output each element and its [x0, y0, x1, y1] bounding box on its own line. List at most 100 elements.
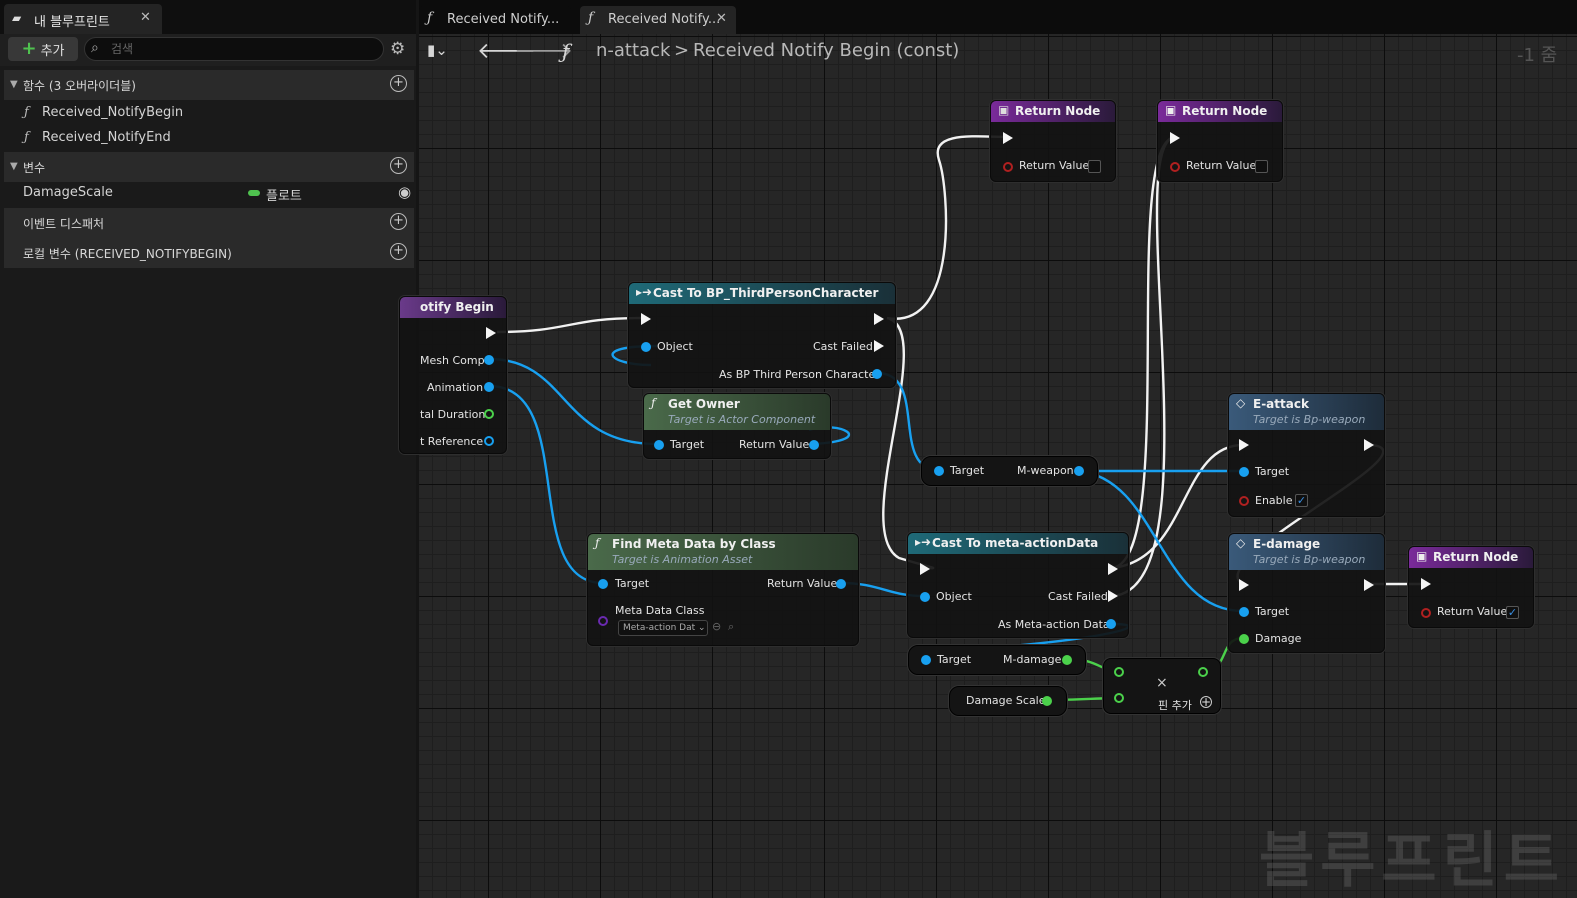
- enable-checkbox[interactable]: ✓: [1295, 494, 1308, 507]
- back-arrow-icon[interactable]: 🡐: [477, 39, 536, 64]
- pin-label: M-weapon: [1017, 464, 1074, 477]
- document-tab[interactable]: ƒ Received Notify...: [419, 6, 571, 34]
- class-dropdown[interactable]: Meta-action Dat ⌄: [618, 620, 708, 636]
- object-pin[interactable]: [1239, 467, 1249, 477]
- entry-node[interactable]: otify Begin Mesh Comp Animation tal Dura…: [399, 296, 507, 454]
- return-value-checkbox[interactable]: ✓: [1506, 606, 1519, 619]
- object-pin[interactable]: [1106, 619, 1116, 629]
- return-value-checkbox[interactable]: [1088, 160, 1101, 173]
- variable-type[interactable]: 플로트: [266, 189, 302, 204]
- cast-node[interactable]: ▸➜ Cast To BP_ThirdPersonCharacter Objec…: [628, 282, 896, 388]
- object-pin[interactable]: [1074, 466, 1084, 476]
- float-pin[interactable]: [484, 409, 494, 419]
- browse-icon[interactable]: ⊖: [712, 620, 722, 633]
- float-pin[interactable]: [1198, 667, 1208, 677]
- collapse-arrow-icon[interactable]: ▼: [10, 79, 18, 90]
- exec-out-pin[interactable]: [874, 340, 884, 352]
- e-attack-node[interactable]: ◇ E-attack Target is Bp-weapon Target En…: [1228, 393, 1385, 517]
- weapon-getter-node[interactable]: Target M-weapon: [921, 456, 1098, 486]
- damage-getter-node[interactable]: Target M-damage: [908, 645, 1086, 675]
- section-local-variables[interactable]: 로컬 변수 (RECEIVED_NOTIFYBEGIN) +: [4, 238, 414, 268]
- float-pin[interactable]: [1062, 655, 1072, 665]
- breadcrumb-root[interactable]: n-attack: [596, 40, 671, 61]
- exec-out-pin[interactable]: [1108, 563, 1118, 575]
- object-pin[interactable]: [934, 466, 944, 476]
- search-icon[interactable]: ⌕: [728, 620, 735, 633]
- class-pin[interactable]: [598, 616, 608, 626]
- cast-meta-node[interactable]: ▸➜ Cast To meta-actionData Object Cast F…: [907, 532, 1129, 638]
- document-tab-active[interactable]: ƒ Received Notify... ✕: [580, 6, 736, 34]
- forward-arrow-icon[interactable]: 🡒: [514, 39, 573, 64]
- object-pin[interactable]: [641, 342, 651, 352]
- pin-label: Object: [936, 590, 972, 603]
- object-pin[interactable]: [809, 440, 819, 450]
- multiply-node[interactable]: × 핀 추가 +: [1103, 658, 1221, 714]
- function-item[interactable]: ƒ Received_NotifyBegin: [4, 101, 414, 126]
- object-pin[interactable]: [484, 436, 494, 446]
- variable-item[interactable]: DamageScale 플로트 ◉: [4, 181, 414, 206]
- return-node[interactable]: ▣ Return Node Return Value: [990, 100, 1116, 182]
- get-owner-node[interactable]: ƒ Get Owner Target is Actor Component Ta…: [643, 393, 831, 459]
- exec-out-pin[interactable]: [1364, 579, 1374, 591]
- add-button[interactable]: + 추가: [8, 37, 78, 61]
- variable-name: DamageScale: [23, 185, 113, 200]
- close-icon[interactable]: ✕: [716, 11, 727, 26]
- return-node[interactable]: ▣ Return Node Return Value: [1157, 100, 1283, 182]
- section-functions[interactable]: ▼ 함수 (3 오버라이더블) +: [4, 70, 414, 100]
- object-pin[interactable]: [484, 355, 494, 365]
- add-dispatcher-icon[interactable]: +: [390, 213, 407, 230]
- return-node[interactable]: ▣ Return Node Return Value ✓: [1408, 546, 1534, 628]
- exec-in-pin[interactable]: [1421, 578, 1431, 590]
- gear-icon[interactable]: ⚙: [390, 39, 406, 59]
- exec-in-pin[interactable]: [920, 563, 930, 575]
- add-variable-icon[interactable]: +: [390, 157, 407, 174]
- object-pin[interactable]: [836, 579, 846, 589]
- e-damage-node[interactable]: ◇ E-damage Target is Bp-weapon Target Da…: [1228, 533, 1385, 653]
- my-blueprint-panel: ▰ 내 블루프린트 ✕ + 추가 ⌕ ⚙ ▼ 함수 (3 오버라이더블) + ƒ…: [0, 0, 416, 898]
- object-wire: [488, 357, 658, 446]
- object-pin[interactable]: [1239, 607, 1249, 617]
- exec-in-pin[interactable]: [1239, 579, 1249, 591]
- bookmark-icon[interactable]: ▮⌄: [427, 41, 448, 59]
- class-dropdown-value: Meta-action Dat: [623, 623, 696, 633]
- return-value-checkbox[interactable]: [1255, 160, 1268, 173]
- section-variables[interactable]: ▼ 변수 +: [4, 152, 414, 182]
- exec-in-pin[interactable]: [1239, 439, 1249, 451]
- damage-scale-getter-node[interactable]: Damage Scale: [949, 686, 1067, 716]
- node-title: Find Meta Data by Class: [612, 537, 776, 551]
- object-pin[interactable]: [654, 440, 664, 450]
- add-local-variable-icon[interactable]: +: [390, 243, 407, 260]
- eye-icon[interactable]: ◉: [398, 183, 412, 201]
- bool-pin[interactable]: [1003, 162, 1013, 172]
- my-blueprint-tab[interactable]: ▰ 내 블루프린트 ✕: [4, 4, 162, 34]
- object-pin[interactable]: [872, 369, 882, 379]
- add-pin-icon[interactable]: +: [1200, 695, 1212, 709]
- function-item[interactable]: ƒ Received_NotifyEnd: [4, 126, 414, 151]
- bool-pin[interactable]: [1170, 162, 1180, 172]
- exec-out-pin[interactable]: [486, 327, 496, 339]
- float-pin[interactable]: [1114, 667, 1124, 677]
- float-pin[interactable]: [1042, 696, 1052, 706]
- float-pin[interactable]: [1114, 693, 1124, 703]
- exec-in-pin[interactable]: [1170, 132, 1180, 144]
- float-type-pill[interactable]: [248, 190, 260, 196]
- close-icon[interactable]: ✕: [140, 10, 151, 25]
- search-input[interactable]: [111, 41, 371, 57]
- find-meta-data-node[interactable]: ƒ Find Meta Data by Class Target is Anim…: [587, 533, 859, 646]
- bool-pin[interactable]: [1239, 496, 1249, 506]
- add-function-icon[interactable]: +: [390, 75, 407, 92]
- add-pin-label[interactable]: 핀 추가: [1158, 699, 1192, 712]
- exec-out-pin[interactable]: [1108, 590, 1118, 602]
- exec-out-pin[interactable]: [874, 313, 884, 325]
- collapse-arrow-icon[interactable]: ▼: [10, 161, 18, 172]
- exec-out-pin[interactable]: [1364, 439, 1374, 451]
- object-pin[interactable]: [598, 579, 608, 589]
- object-pin[interactable]: [921, 655, 931, 665]
- exec-in-pin[interactable]: [641, 313, 651, 325]
- object-pin[interactable]: [920, 592, 930, 602]
- object-pin[interactable]: [484, 382, 494, 392]
- section-dispatchers[interactable]: 이벤트 디스패처 +: [4, 208, 414, 238]
- exec-in-pin[interactable]: [1003, 132, 1013, 144]
- float-pin[interactable]: [1239, 634, 1249, 644]
- bool-pin[interactable]: [1421, 608, 1431, 618]
